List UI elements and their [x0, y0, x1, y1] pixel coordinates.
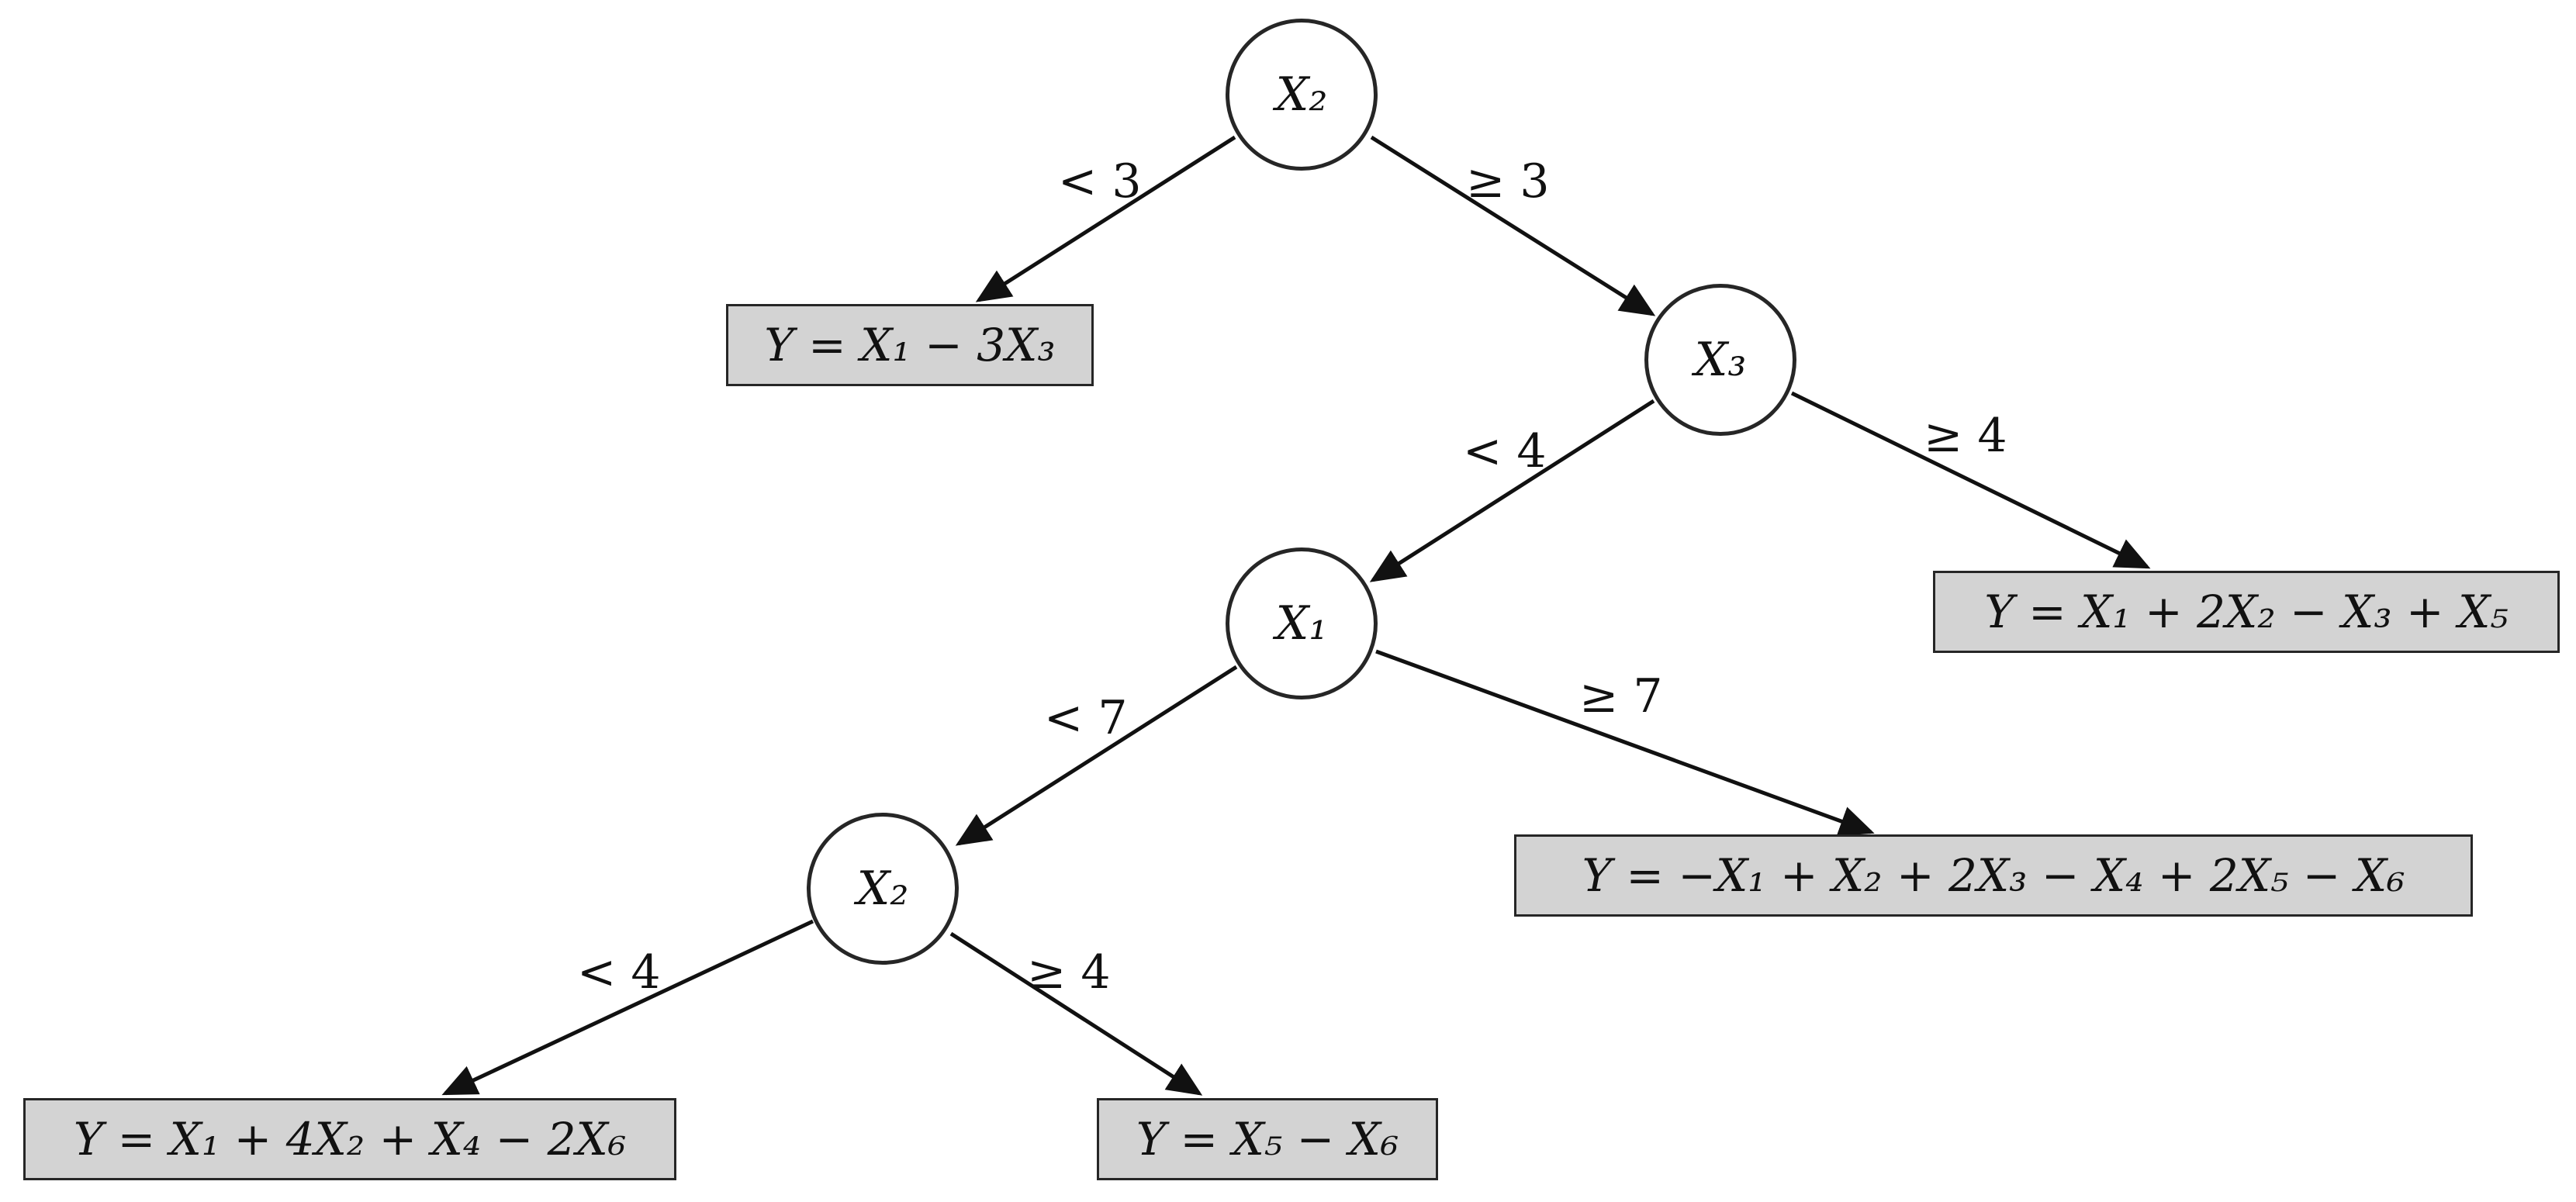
edge-label-x1-right: ≥ 7: [1579, 669, 1663, 724]
edge-root-to-x3: [1370, 135, 1656, 316]
leaf-1: Y = X₁ − 3X₃: [726, 304, 1094, 386]
node-x1: X₁: [1226, 547, 1378, 699]
edge-x1-to-x2: [955, 665, 1238, 846]
node-x3: X₃: [1644, 284, 1796, 436]
edge-label-x2-left: < 4: [577, 945, 661, 1000]
leaf-5-label: Y = X₅ − X₆: [1136, 1113, 1399, 1166]
leaf-5: Y = X₅ − X₆: [1097, 1098, 1438, 1180]
node-root-label: X₂: [1275, 67, 1328, 122]
edge-label-root-left: < 3: [1058, 154, 1142, 209]
node-x3-label: X₃: [1694, 333, 1747, 387]
edge-x3-to-leaf2: [1790, 391, 2151, 569]
leaf-4-label: Y = X₁ + 4X₂ + X₄ − 2X₆: [73, 1113, 627, 1166]
edge-label-x3-right: ≥ 4: [1924, 409, 2007, 463]
edge-x3-to-x1: [1369, 399, 1655, 582]
edge-root-to-leaf1: [975, 135, 1236, 302]
edge-label-root-right: ≥ 3: [1466, 154, 1550, 209]
node-x2-lower-label: X₂: [856, 862, 909, 916]
leaf-3-label: Y = −X₁ + X₂ + 2X₃ − X₄ + 2X₅ − X₆: [1582, 849, 2405, 902]
leaf-4: Y = X₁ + 4X₂ + X₄ − 2X₆: [23, 1098, 676, 1180]
edge-x1-to-leaf3: [1375, 649, 1875, 837]
leaf-3: Y = −X₁ + X₂ + 2X₃ − X₄ + 2X₅ − X₆: [1514, 834, 2473, 917]
edge-label-x3-left: < 4: [1463, 424, 1547, 478]
edge-label-x1-left: < 7: [1044, 691, 1128, 745]
node-x2-lower: X₂: [807, 813, 959, 965]
leaf-2: Y = X₁ + 2X₂ − X₃ + X₅: [1933, 571, 2560, 653]
leaf-2-label: Y = X₁ + 2X₂ − X₃ + X₅: [1984, 585, 2509, 638]
leaf-1-label: Y = X₁ − 3X₃: [764, 319, 1056, 371]
edge-x2-to-leaf5: [949, 931, 1203, 1096]
node-root: X₂: [1226, 19, 1378, 171]
edge-x2-to-leaf4: [441, 919, 814, 1096]
node-x1-label: X₁: [1275, 596, 1328, 651]
edge-label-x2-right: ≥ 4: [1027, 945, 1111, 1000]
